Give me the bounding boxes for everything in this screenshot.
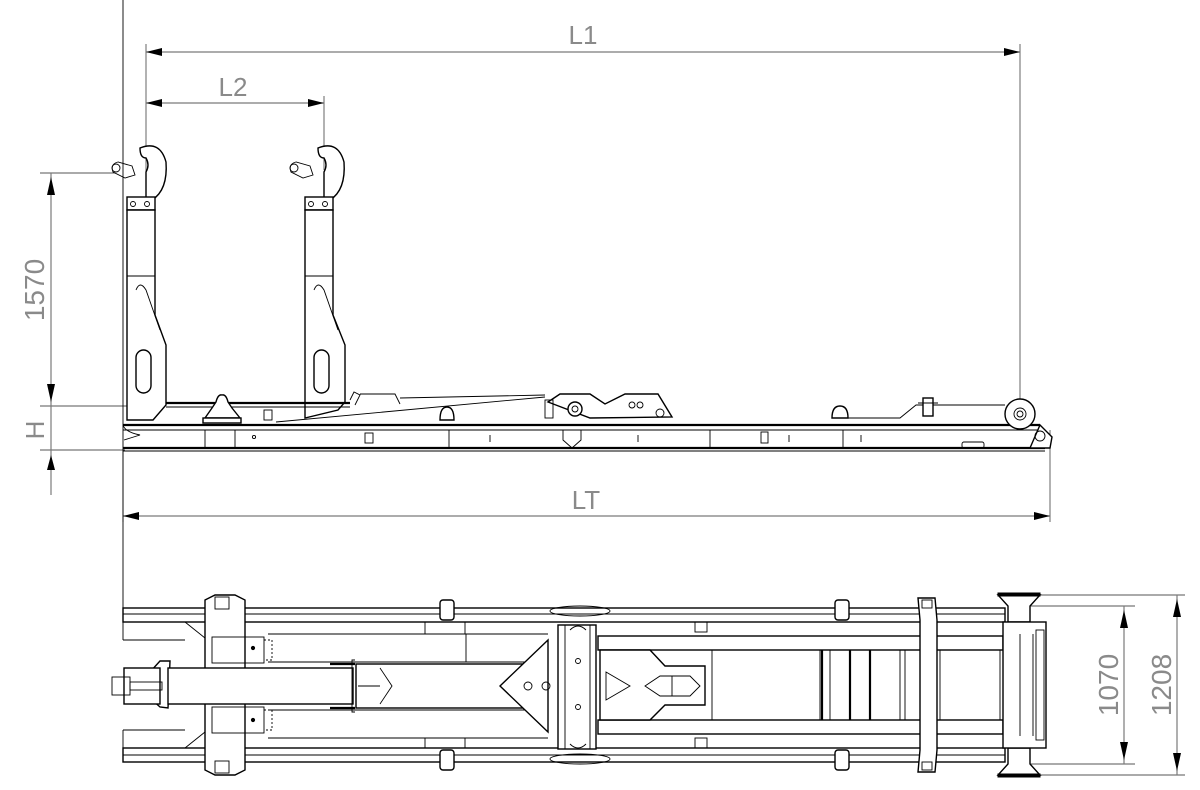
- lt-label: LT: [572, 485, 601, 515]
- l2-label: L2: [219, 72, 248, 102]
- rear-hook-pillar: [289, 145, 346, 419]
- dimension-1070: 1070: [1030, 605, 1135, 765]
- dimension-h: H: [20, 406, 125, 495]
- top-telescopic-arm: [167, 599, 551, 771]
- pivot-housing: [544, 393, 674, 419]
- rear-roller: [848, 397, 1036, 430]
- dimension-1570: 1570: [19, 172, 165, 407]
- width-1070-label: 1070: [1093, 654, 1124, 716]
- top-lift-frame: [597, 597, 1004, 773]
- top-rear-rollers: [996, 592, 1047, 778]
- height-1570-label: 1570: [19, 259, 50, 321]
- top-pivot-crossmember: [549, 605, 611, 765]
- h-label: H: [20, 421, 50, 440]
- dimension-l2: L2: [146, 72, 325, 170]
- side-chassis-frame: [122, 423, 1053, 452]
- top-view: 1070 1208: [111, 0, 1185, 778]
- l1-label: L1: [569, 20, 598, 50]
- dimension-l1: L1: [145, 20, 1021, 400]
- side-base-assembly: [166, 391, 849, 424]
- front-hook-pillar: [111, 145, 167, 421]
- width-1208-label: 1208: [1146, 654, 1177, 716]
- dimension-lt: LT: [122, 430, 1051, 522]
- side-view: L1 L2 1570 H: [19, 20, 1053, 522]
- dimension-1208: 1208: [1040, 594, 1185, 776]
